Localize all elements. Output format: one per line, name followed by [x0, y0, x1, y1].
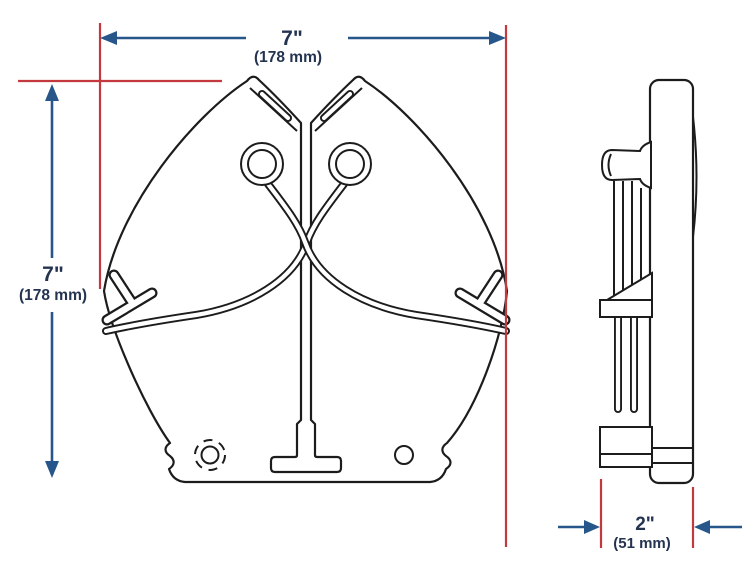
width-dimension: 7" (178 mm) [100, 27, 506, 66]
extension-lines [18, 23, 695, 548]
depth-dimension: 2" (51 mm) [558, 514, 742, 552]
right-ring-inner [335, 149, 365, 179]
left-base-hole-dashed-ring [194, 439, 226, 471]
right-base-hole [394, 445, 414, 465]
side-lower-rods [614, 306, 638, 413]
right-ring-cord [102, 180, 348, 335]
plate-outline [102, 75, 509, 484]
depth-value: 2" [635, 514, 655, 535]
depth-arrowhead-right [694, 520, 710, 534]
depth-metric: (51 mm) [613, 535, 671, 552]
front-view [101, 75, 511, 484]
side-body [648, 78, 695, 485]
side-upper-rods [613, 181, 642, 300]
left-tab-bracket [101, 269, 158, 326]
side-peg [600, 140, 652, 190]
side-peg-cap [607, 153, 612, 177]
width-arrowhead-left [100, 31, 117, 45]
left-base-hole [200, 445, 220, 465]
right-tab-bracket [454, 269, 511, 326]
width-arrowhead-right [489, 31, 506, 45]
height-value: 7" [42, 263, 64, 286]
side-face-arc [692, 116, 698, 238]
height-arrowhead-top [45, 84, 59, 101]
left-ring-cord [264, 180, 510, 335]
side-bottom-block [599, 426, 653, 468]
left-ring-inner [247, 149, 277, 179]
width-metric: (178 mm) [254, 49, 322, 66]
height-arrowhead-bottom [45, 461, 59, 478]
side-bar [599, 299, 653, 318]
height-dimension: 7" (178 mm) [19, 84, 87, 478]
depth-arrowhead-left [584, 520, 600, 534]
height-metric: (178 mm) [19, 287, 87, 304]
side-view [599, 78, 698, 485]
width-value: 7" [281, 27, 303, 50]
